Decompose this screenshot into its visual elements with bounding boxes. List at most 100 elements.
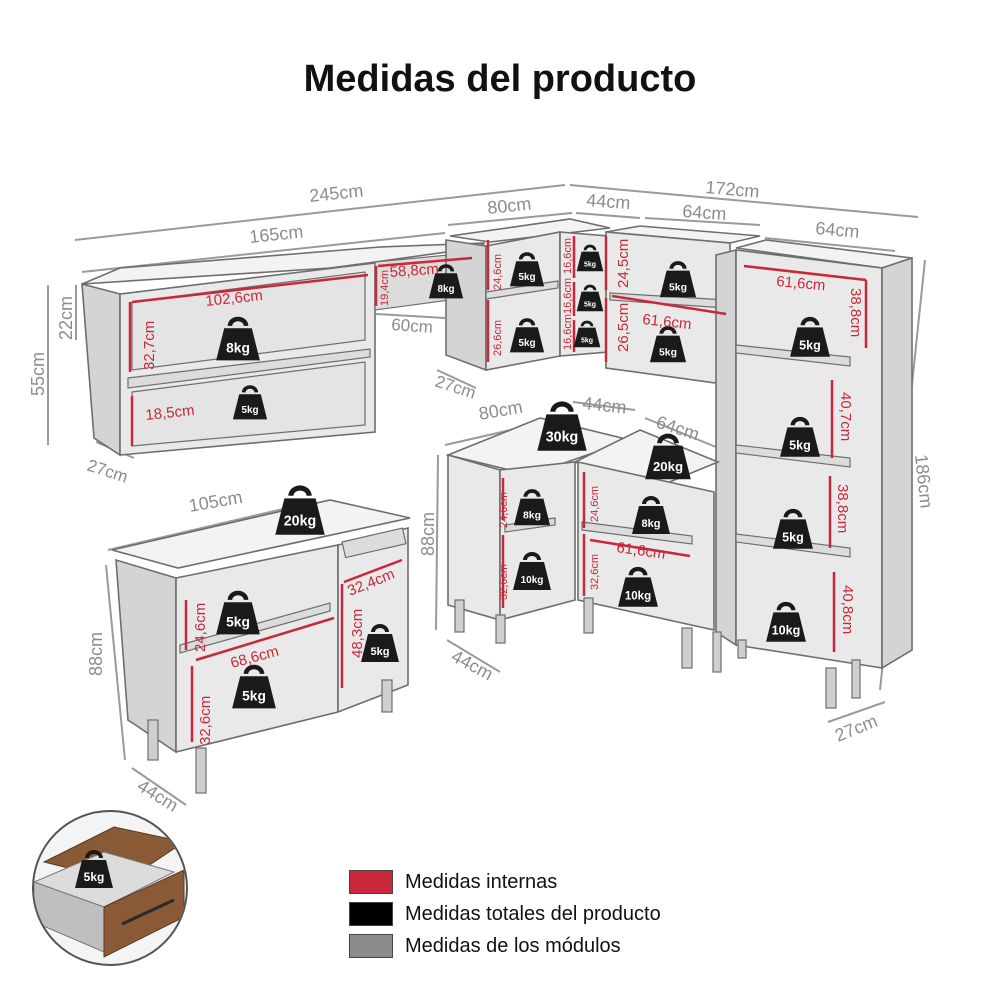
svg-text:44cm: 44cm — [448, 646, 496, 684]
svg-text:27cm: 27cm — [433, 372, 478, 403]
svg-text:19,4cm: 19,4cm — [379, 270, 391, 306]
weight-icon: 8kg — [513, 489, 551, 526]
legend-swatch-total — [349, 902, 393, 926]
svg-text:44cm: 44cm — [134, 775, 182, 815]
svg-text:80cm: 80cm — [486, 193, 532, 217]
svg-text:5kg: 5kg — [584, 261, 596, 268]
svg-text:5kg: 5kg — [669, 283, 687, 294]
tall-tower — [712, 239, 913, 709]
svg-text:24,5cm: 24,5cm — [615, 239, 632, 288]
svg-text:61,6cm: 61,6cm — [615, 539, 666, 563]
svg-text:32,6cm: 32,6cm — [197, 696, 214, 745]
svg-text:5kg: 5kg — [241, 405, 258, 416]
weight-icon: 10kg — [513, 552, 551, 590]
weight-icon: 5kg — [232, 385, 268, 420]
svg-text:165cm: 165cm — [248, 221, 304, 247]
weight-icon: 8kg — [632, 496, 670, 534]
svg-text:32,6cm: 32,6cm — [498, 564, 510, 600]
svg-text:48,3cm: 48,3cm — [349, 609, 366, 658]
svg-text:27cm: 27cm — [85, 456, 130, 487]
svg-text:172cm: 172cm — [705, 177, 761, 202]
svg-text:18,5cm: 18,5cm — [145, 402, 196, 424]
svg-text:5kg: 5kg — [242, 688, 266, 703]
svg-text:8kg: 8kg — [226, 340, 250, 355]
legend-label: Medidas totales del producto — [405, 902, 661, 925]
svg-text:5kg: 5kg — [782, 530, 804, 544]
base-right-cabinet — [572, 429, 721, 669]
weight-icon: 20kg — [645, 433, 691, 480]
weight-icon: 5kg — [576, 284, 604, 312]
weight-icon: 5kg — [232, 664, 276, 709]
weight-icon: 5kg — [790, 316, 830, 357]
legend-label: Medidas internas — [405, 870, 558, 893]
svg-text:24,6cm: 24,6cm — [492, 254, 504, 290]
weight-icon: 8kg — [428, 264, 464, 299]
weight-icon: 5kg — [361, 624, 399, 662]
red-labels: 102,6cm 32,7cm 18,5cm 58,8cm 19,4cm 24,6… — [141, 238, 864, 745]
svg-text:30kg: 30kg — [546, 430, 579, 446]
legend-item: Medidas de los módulos — [349, 930, 661, 962]
svg-text:38,8cm: 38,8cm — [834, 484, 851, 533]
svg-text:38,8cm: 38,8cm — [847, 288, 864, 337]
weight-icon: 5kg — [576, 244, 604, 272]
svg-text:5kg: 5kg — [226, 614, 250, 629]
svg-text:40,7cm: 40,7cm — [837, 392, 854, 441]
svg-text:16,6cm: 16,6cm — [562, 314, 574, 350]
weight-icon: 5kg — [780, 416, 820, 457]
svg-text:88cm: 88cm — [86, 632, 106, 676]
svg-text:20kg: 20kg — [653, 459, 683, 474]
drawer-inset: 5kg — [32, 810, 188, 966]
svg-text:105cm: 105cm — [187, 487, 244, 516]
svg-text:5kg: 5kg — [518, 338, 535, 349]
svg-text:24,6cm: 24,6cm — [589, 486, 601, 522]
svg-text:10kg: 10kg — [521, 575, 544, 586]
weight-icon: 10kg — [766, 601, 806, 642]
svg-text:44cm: 44cm — [586, 190, 631, 213]
legend-swatch-internal — [349, 870, 393, 894]
drawer-illustration: 5kg — [34, 826, 186, 958]
svg-text:5kg: 5kg — [584, 301, 596, 308]
legend-swatch-module — [349, 934, 393, 958]
svg-text:20kg: 20kg — [284, 514, 317, 530]
svg-text:10kg: 10kg — [625, 590, 651, 602]
weight-icons: 8kg 5kg 8kg 5kg 5kg 5kg 5kg 5kg 5kg 5kg … — [216, 244, 830, 709]
svg-text:32,7cm: 32,7cm — [141, 321, 158, 370]
svg-text:8kg: 8kg — [642, 518, 661, 530]
upper-right-cabinet — [605, 225, 761, 386]
svg-text:102,6cm: 102,6cm — [205, 287, 264, 310]
svg-text:10kg: 10kg — [772, 623, 801, 637]
svg-text:61,6cm: 61,6cm — [776, 273, 826, 294]
svg-text:5kg: 5kg — [518, 272, 535, 283]
svg-text:5kg: 5kg — [84, 870, 105, 884]
red-dimension-lines — [128, 236, 868, 742]
weight-icon: 5kg — [659, 261, 697, 298]
svg-text:40,8cm: 40,8cm — [839, 585, 856, 634]
svg-text:8kg: 8kg — [523, 511, 541, 522]
weight-icon: 10kg — [618, 566, 658, 607]
upper-corner-cabinet — [445, 218, 611, 372]
svg-text:64cm: 64cm — [815, 218, 861, 242]
weight-icon: 5kg — [573, 320, 601, 348]
svg-text:27cm: 27cm — [832, 711, 880, 746]
svg-text:80cm: 80cm — [477, 397, 524, 424]
weight-icon: 5kg — [75, 850, 113, 888]
svg-text:32,6cm: 32,6cm — [589, 554, 601, 590]
svg-text:5kg: 5kg — [799, 338, 821, 352]
svg-text:55cm: 55cm — [28, 352, 48, 396]
weight-icon: 8kg — [216, 316, 260, 361]
svg-text:24,6cm: 24,6cm — [498, 492, 510, 528]
svg-text:16,6cm: 16,6cm — [562, 278, 574, 314]
svg-text:60cm: 60cm — [391, 315, 434, 337]
weight-icon: 20kg — [275, 485, 325, 535]
svg-text:186cm: 186cm — [911, 453, 937, 509]
weight-icon: 30kg — [537, 401, 587, 451]
weight-icon: 5kg — [509, 252, 545, 287]
svg-text:5kg: 5kg — [581, 337, 593, 344]
svg-text:26,5cm: 26,5cm — [615, 303, 632, 352]
svg-text:245cm: 245cm — [308, 180, 364, 206]
svg-text:58,8cm: 58,8cm — [389, 261, 439, 281]
weight-icon: 5kg — [216, 590, 260, 635]
svg-text:24,6cm: 24,6cm — [192, 603, 209, 652]
svg-text:61,6cm: 61,6cm — [642, 311, 693, 333]
